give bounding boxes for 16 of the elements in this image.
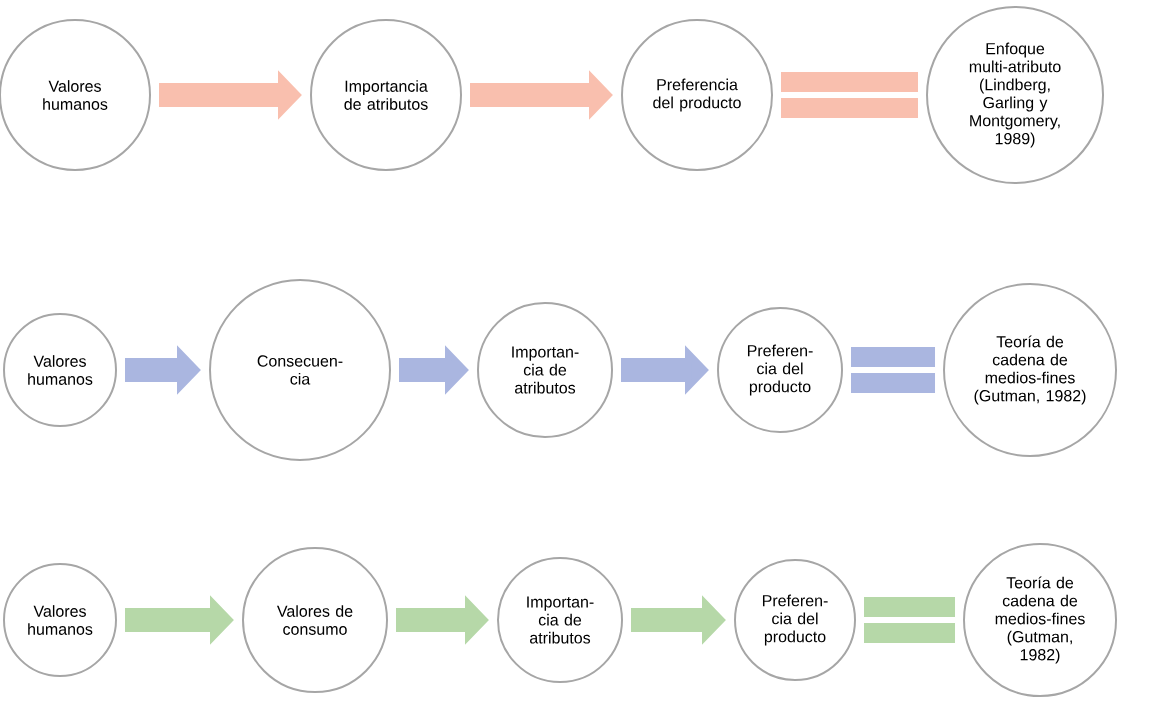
circle-node: Teoría de cadena de medios-fines (Gutman, 1982) xyxy=(963,543,1117,697)
circle-node: Teoría de cadena de medios-fines (Gutman, 1982) xyxy=(943,283,1117,457)
circle-node: Valores de consumo xyxy=(242,547,388,693)
equals-sign xyxy=(851,347,935,393)
circle-node: Importan-cia de atributos xyxy=(497,557,623,683)
circle-node: Preferen-cia del producto xyxy=(717,307,843,433)
circle-node: Preferencia del producto xyxy=(621,19,773,171)
circle-node: Importan-cia de atributos xyxy=(477,302,613,438)
equals-sign xyxy=(781,72,918,118)
equals-sign xyxy=(864,597,955,643)
circle-node: Consecuen-cia xyxy=(209,279,391,461)
circle-node: Enfoque multi-atributo (Lindberg, Garling y Montgomery, 1989) xyxy=(926,6,1104,184)
circle-node: Valores humanos xyxy=(3,563,117,677)
circle-node: Preferen-cia del producto xyxy=(734,559,856,681)
circle-node: Importancia de atributos xyxy=(310,19,462,171)
circle-node: Valores humanos xyxy=(3,313,117,427)
